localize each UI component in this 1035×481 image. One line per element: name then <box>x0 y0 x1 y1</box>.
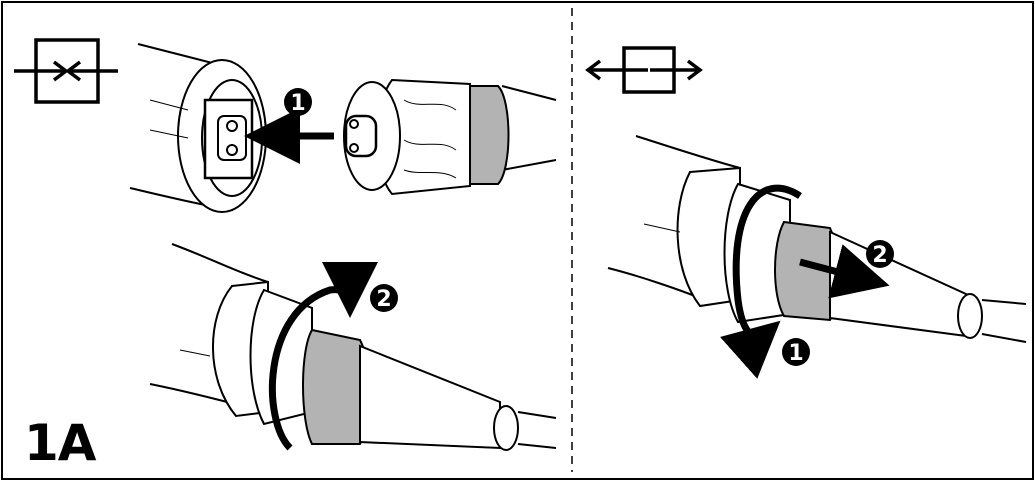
svg-text:2: 2 <box>376 287 391 312</box>
svg-text:1: 1 <box>788 341 803 366</box>
handpiece-socket <box>129 43 267 213</box>
figure-label: 1A <box>24 414 96 472</box>
step-marker-1: 1 <box>284 88 312 116</box>
rotate-unlock-arrow <box>720 184 802 379</box>
panel-connect: 1 2 <box>14 38 557 451</box>
cable-plug <box>343 78 557 196</box>
assembled-connector <box>149 243 557 451</box>
svg-text:1: 1 <box>290 91 305 116</box>
connect-icon <box>14 38 118 104</box>
step-marker-2-right: 2 <box>866 240 894 268</box>
step-marker-2: 2 <box>370 284 398 312</box>
disconnect-icon <box>585 46 703 94</box>
svg-text:2: 2 <box>872 243 887 268</box>
panel-disconnect: 1 2 <box>585 46 1027 379</box>
assembled-connector-right <box>607 135 1027 343</box>
pull-arrow <box>799 244 890 299</box>
step-marker-1-right: 1 <box>782 338 810 366</box>
rotate-lock-arrow <box>268 261 378 451</box>
